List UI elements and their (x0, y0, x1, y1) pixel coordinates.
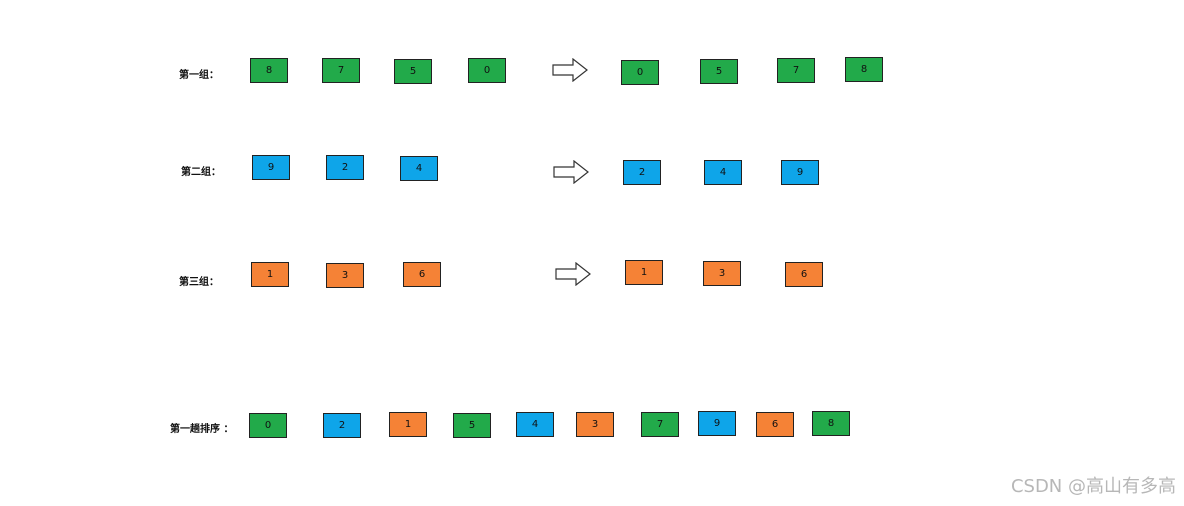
row-2-before-box-1: 9 (252, 155, 290, 180)
row-2-after-box-2: 4 (704, 160, 742, 185)
row-1-after-box-3: 7 (777, 58, 815, 83)
result-box-10: 8 (812, 411, 850, 436)
row-1-after-box-1: 0 (621, 60, 659, 85)
result-box-8: 9 (698, 411, 736, 436)
row-1-before-box-2: 7 (322, 58, 360, 83)
result-label: 第一趟排序 ： (170, 424, 234, 435)
row-3-after-box-1: 1 (625, 260, 663, 285)
row-2-label: 第二组： (181, 167, 221, 178)
result-box-9: 6 (756, 412, 794, 437)
result-box-2: 2 (323, 413, 361, 438)
row-3-before-box-2: 3 (326, 263, 364, 288)
row-2-after-box-3: 9 (781, 160, 819, 185)
row-2-before-box-2: 2 (326, 155, 364, 180)
row-3-label: 第三组： (179, 277, 219, 288)
row-1-arrow-icon (552, 58, 588, 82)
result-box-1: 0 (249, 413, 287, 438)
watermark: CSDN @高山有多高 (1010, 476, 1176, 497)
result-box-5: 4 (516, 412, 554, 437)
result-box-3: 1 (389, 412, 427, 437)
result-box-7: 7 (641, 412, 679, 437)
row-1-label: 第一组： (179, 70, 219, 81)
row-1-before-box-3: 5 (394, 59, 432, 84)
row-3-after-box-2: 3 (703, 261, 741, 286)
row-1-after-box-2: 5 (700, 59, 738, 84)
result-box-6: 3 (576, 412, 614, 437)
row-2-after-box-1: 2 (623, 160, 661, 185)
result-box-4: 5 (453, 413, 491, 438)
row-1-before-box-4: 0 (468, 58, 506, 83)
row-2-before-box-3: 4 (400, 156, 438, 181)
row-3-arrow-icon (555, 262, 591, 286)
row-3-after-box-3: 6 (785, 262, 823, 287)
row-1-before-box-1: 8 (250, 58, 288, 83)
row-3-before-box-1: 1 (251, 262, 289, 287)
row-3-before-box-3: 6 (403, 262, 441, 287)
row-2-arrow-icon (553, 160, 589, 184)
row-1-after-box-4: 8 (845, 57, 883, 82)
